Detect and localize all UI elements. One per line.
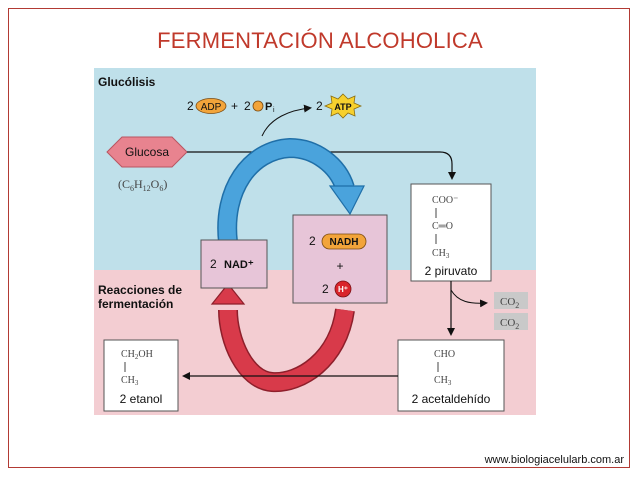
- atp-formation-arrow: [261, 104, 312, 137]
- plus-sign: +: [231, 99, 238, 113]
- pyruvate-box: [410, 183, 492, 282]
- fermentation-label-line2: fermentación: [98, 297, 173, 311]
- red-arrow-head: [210, 283, 246, 305]
- blue-arrow-head: [328, 185, 365, 216]
- atp-coefficient: 2: [316, 99, 323, 113]
- nad-coefficient: 2: [210, 257, 217, 271]
- page-title: FERMENTACIÓN ALCOHOLICA: [157, 28, 483, 53]
- pi-label: P: [265, 101, 272, 113]
- nad-label: NAD⁺: [224, 259, 254, 271]
- pyruvate-methyl: CH3: [432, 248, 450, 260]
- nadh-plus: +: [336, 259, 343, 273]
- proton-circle: [334, 280, 352, 298]
- ethanol-box: [103, 339, 179, 412]
- phosphate-circle: [252, 100, 264, 112]
- atp-burst: [323, 93, 363, 119]
- co2-box-top: [494, 292, 528, 309]
- pi-coefficient: 2: [244, 99, 251, 113]
- pyruvate-name: 2 piruvato: [425, 264, 478, 278]
- atp-label: ATP: [334, 102, 351, 112]
- adp-label: ADP: [201, 102, 222, 113]
- glucose-to-pyruvate-arrow: [187, 151, 456, 180]
- glycolysis-label: Glucólisis: [98, 75, 156, 89]
- co2-label-top: CO2: [500, 296, 519, 310]
- red-arrow-body: [219, 308, 354, 391]
- glucose-label: Glucosa: [125, 145, 169, 159]
- pi-subscript: i: [273, 107, 275, 114]
- acetaldehyde-name: 2 acetaldehído: [412, 392, 491, 406]
- blue-arrow-body: [218, 139, 354, 243]
- h-coefficient: 2: [322, 282, 329, 296]
- co2-label-bottom: CO2: [500, 317, 519, 331]
- adp-coefficient: 2: [187, 99, 194, 113]
- footer-url: www.biologiacelularb.com.ar: [484, 454, 624, 466]
- adp-pill: [195, 98, 227, 114]
- proton-label: H⁺: [338, 285, 348, 294]
- slide-frame: [8, 8, 630, 468]
- pyruvate-carboxyl: COO⁻: [432, 195, 458, 206]
- ethanol-methyl: CH3: [121, 375, 139, 387]
- acetaldehyde-carbonyl: CHO: [434, 349, 455, 360]
- pyruvate-carbonyl: C═O: [432, 221, 453, 232]
- acetaldehyde-box: [397, 339, 505, 412]
- co2-box-bottom: [494, 313, 528, 330]
- fermentation-label-line1: Reacciones de: [98, 283, 182, 297]
- nadh-label: NADH: [330, 237, 359, 248]
- ethanol-hydroxymethyl: CH2OH: [121, 349, 153, 361]
- nadh-coefficient: 2: [309, 234, 316, 248]
- ethanol-name: 2 etanol: [120, 392, 163, 406]
- co2-release-arrow: [450, 289, 488, 308]
- nadh-pill: [321, 233, 367, 250]
- glucose-formula: (C6H12O6): [118, 177, 167, 193]
- nad-box: [200, 239, 268, 289]
- acetaldehyde-methyl: CH3: [434, 375, 452, 387]
